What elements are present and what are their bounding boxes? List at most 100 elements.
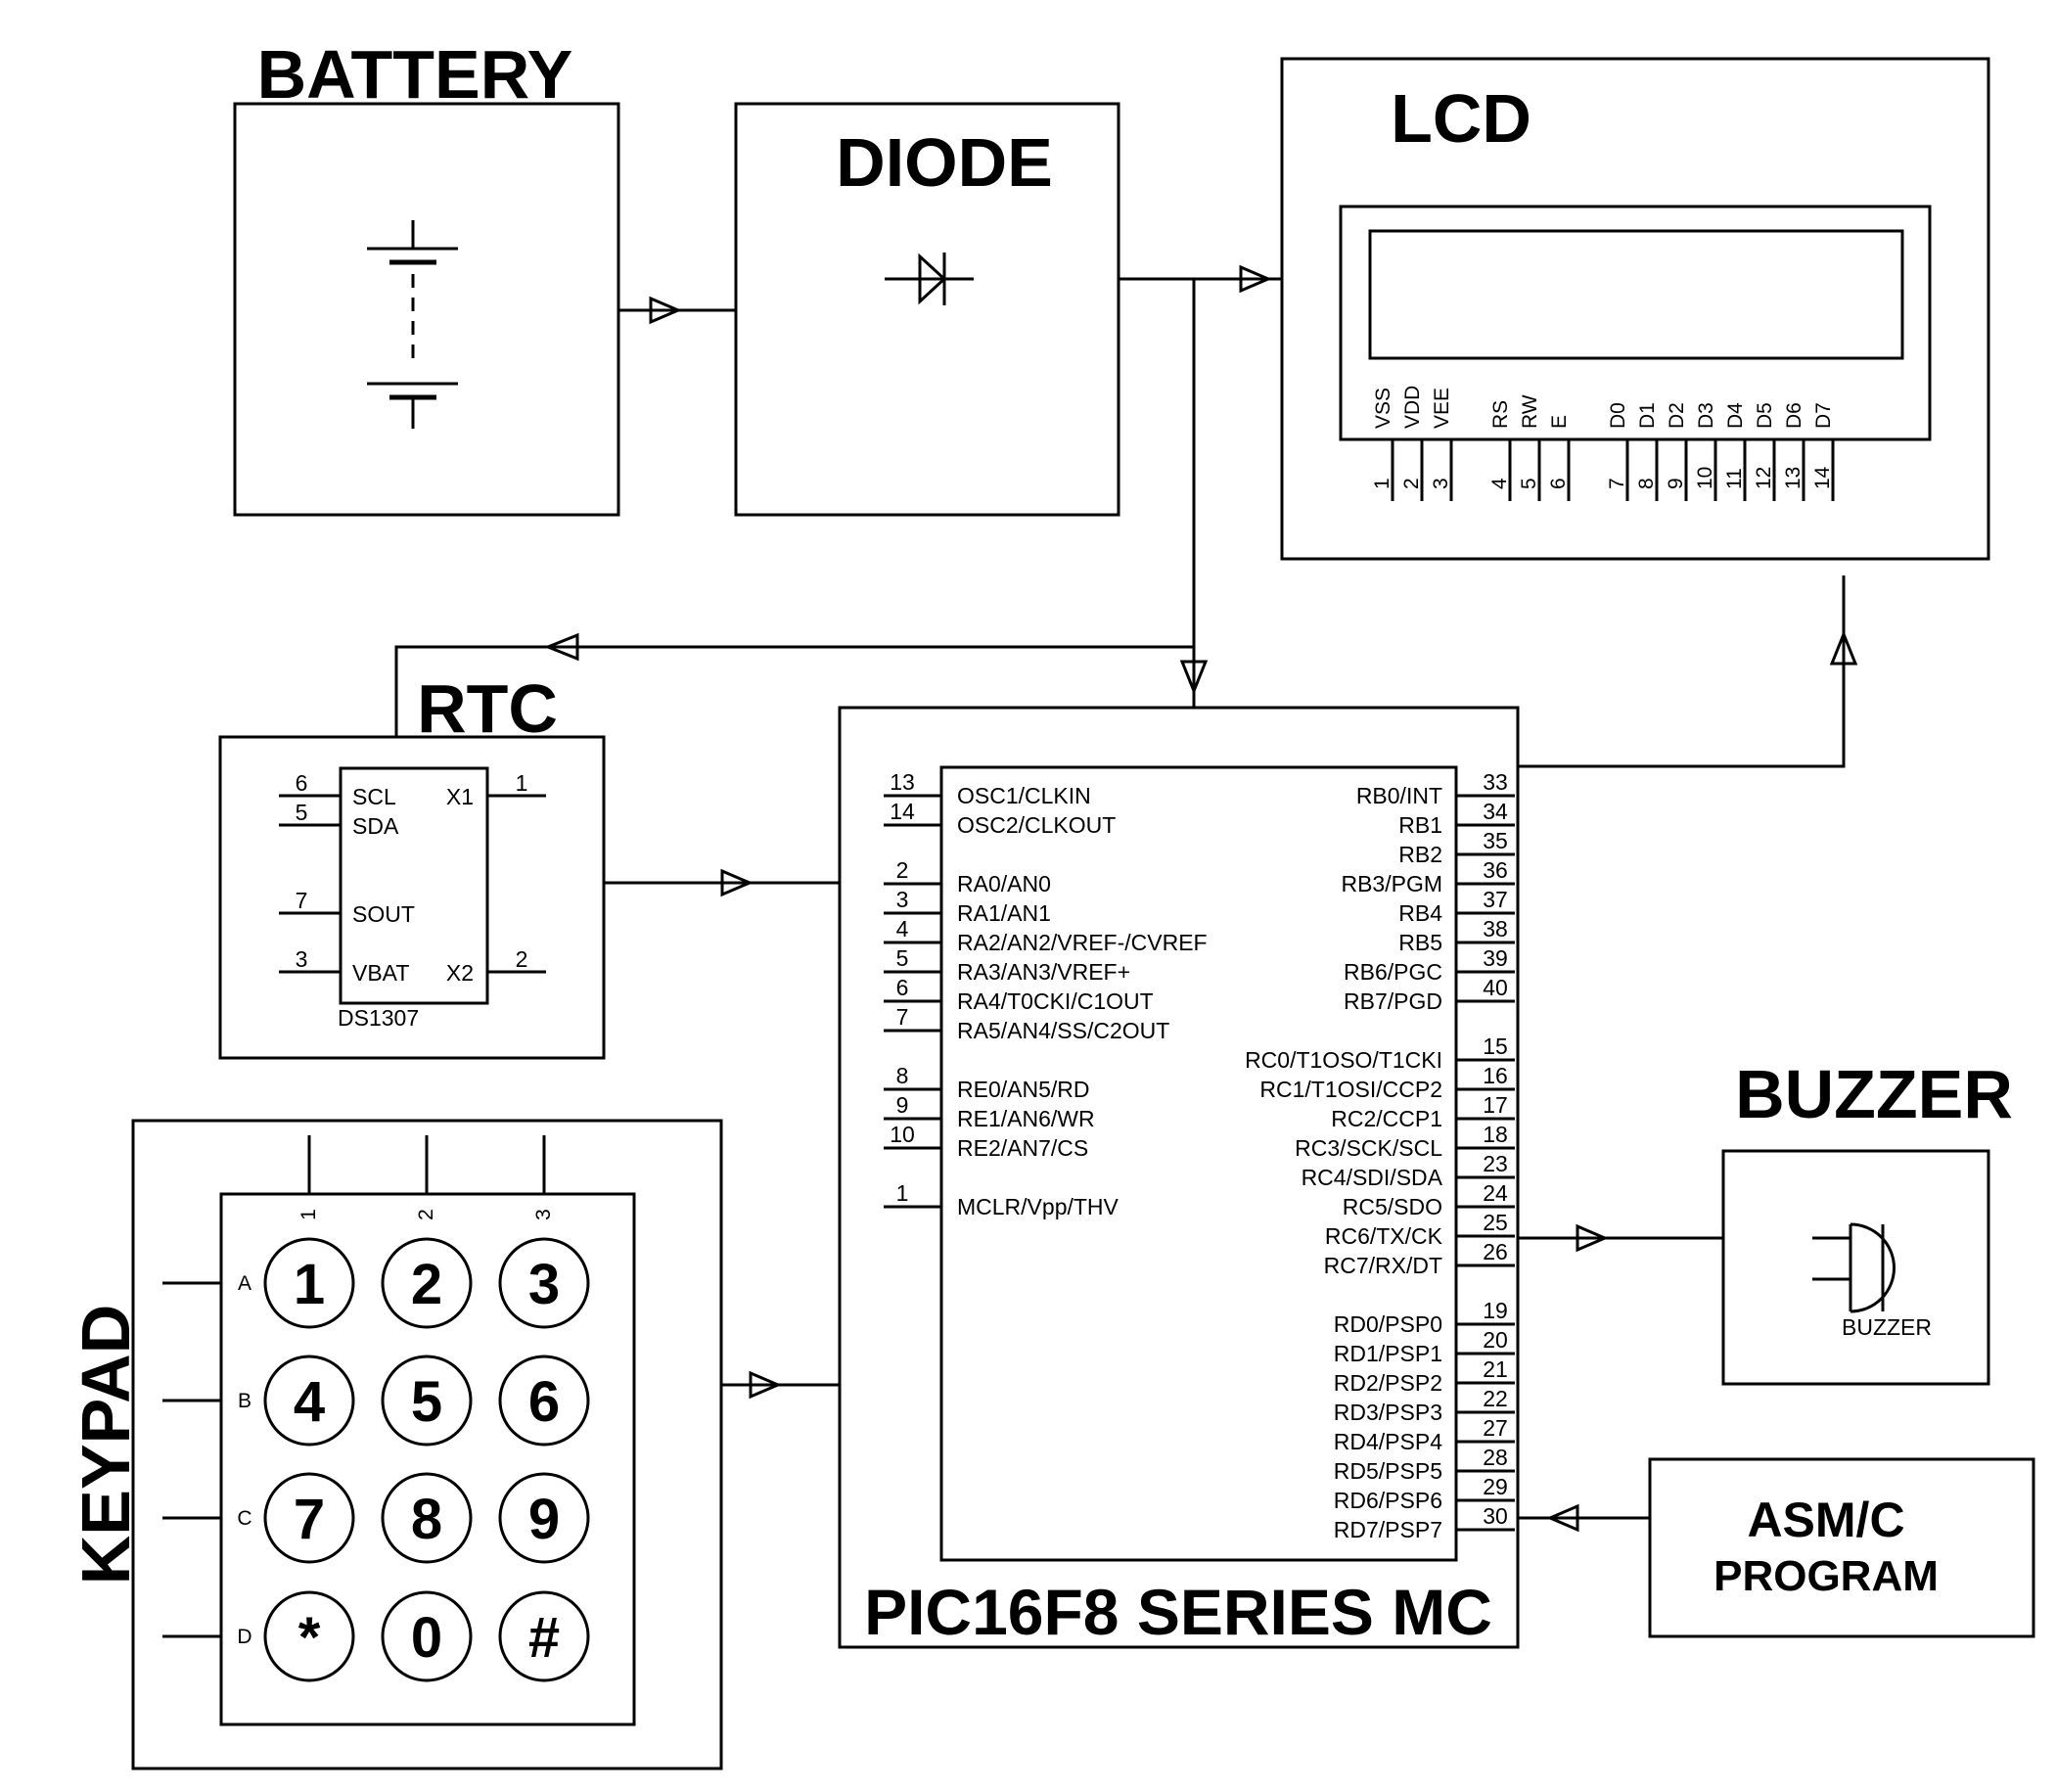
program-title-line2: PROGRAM [1713, 1552, 1939, 1600]
lcd-screen [1368, 229, 1904, 360]
arrowheads [543, 264, 1858, 1533]
mcu-pin-number: 26 [1483, 1239, 1508, 1264]
lcd-pin-number: 10 [1694, 467, 1716, 489]
mcu-pin-label: RA5/AN4/SS/C2OUT [957, 1018, 1169, 1043]
lcd-pin-label: D2 [1666, 402, 1688, 429]
rtc-pin-vbat: VBAT [352, 960, 409, 986]
lcd-pin-label: D7 [1812, 402, 1835, 429]
buzzer-title: BUZZER [1735, 1056, 2013, 1132]
lcd-pin-label: VSS [1372, 388, 1394, 429]
mcu-pin-number: 17 [1483, 1092, 1508, 1118]
buzzer-block [1721, 1149, 1990, 1386]
mcu-pin-number: 8 [896, 1063, 909, 1088]
lcd-pin-number: 2 [1400, 478, 1423, 489]
mcu-pin-label: RD0/PSP0 [1334, 1311, 1442, 1337]
mcu-pin-number: 23 [1483, 1151, 1508, 1176]
key-button [381, 1590, 473, 1682]
mcu-pin-number: 9 [896, 1092, 909, 1118]
key-button [381, 1237, 473, 1329]
rtc-pin-x2: X2 [446, 960, 474, 986]
key-label: 0 [411, 1606, 442, 1670]
key-label: 4 [294, 1370, 325, 1434]
buzzer-component-label: BUZZER [1842, 1314, 1932, 1340]
mcu-pin-number: 25 [1483, 1210, 1508, 1235]
keypad-row-label-c: C [237, 1507, 251, 1530]
rtc-pin-stubs [279, 794, 546, 974]
mcu-pin-label: RB6/PGC [1344, 959, 1442, 985]
key-label: 9 [528, 1488, 560, 1551]
mcu-pin-label: RC5/SDO [1343, 1194, 1442, 1219]
lcd-pin-label: RS [1489, 400, 1512, 429]
keypad-row-label-a: A [238, 1272, 251, 1295]
key-button [498, 1472, 590, 1564]
mcu-pin-label: RC3/SCK/SCL [1295, 1135, 1442, 1161]
mcu-pin-label: RB7/PGD [1344, 988, 1442, 1014]
mcu-pin-label: RD2/PSP2 [1334, 1370, 1442, 1396]
mcu-pin-number: 18 [1483, 1122, 1508, 1147]
mcu-pin-number: 35 [1483, 828, 1508, 853]
lcd-pin-label: RW [1519, 394, 1541, 429]
keypad-col-label-1: 1 [297, 1209, 320, 1220]
mcu-pin-number: 37 [1483, 887, 1508, 912]
key-button [498, 1237, 590, 1329]
mcu-pin-label: RB4 [1398, 900, 1442, 926]
mcu-pin-label: RB5 [1398, 930, 1442, 955]
rtc-pin-sda: SDA [352, 813, 399, 839]
rtc-pin-scl: SCL [352, 784, 396, 809]
mcu-pin-number: 20 [1483, 1327, 1508, 1353]
rtc-pin-num-6: 6 [296, 770, 308, 796]
rtc-pin-num-3: 3 [296, 946, 308, 972]
mcu-pin-label: RC4/SDI/SDA [1302, 1165, 1443, 1190]
keypad-row-label-d: D [237, 1626, 251, 1648]
mcu-title: PIC16F8 SERIES MC [864, 1576, 1492, 1648]
rtc-pin-x1: X1 [446, 784, 474, 809]
mcu-pin-number: 19 [1483, 1298, 1508, 1323]
mcu-pin-number: 1 [896, 1180, 909, 1206]
mcu-pin-label: RC6/TX/CK [1325, 1223, 1443, 1249]
lcd-pin-number: 4 [1488, 478, 1511, 489]
mcu-pin-label: RA0/AN0 [957, 871, 1051, 896]
mcu-pin-number: 2 [896, 857, 909, 883]
mcu-pin-label: RC0/T1OSO/T1CKI [1245, 1047, 1442, 1073]
key-label: 7 [294, 1488, 325, 1551]
lcd-title: LCD [1391, 80, 1531, 157]
key-button [263, 1590, 355, 1682]
diode-icon [885, 253, 974, 305]
mcu-pin-number: 6 [896, 975, 909, 1000]
mcu-pin-label: RD3/PSP3 [1334, 1400, 1442, 1425]
key-label: 3 [528, 1253, 560, 1316]
keypad-row-wires [162, 1281, 221, 1638]
mcu-pin-number: 34 [1483, 799, 1508, 824]
mcu-pin-label: RC7/RX/DT [1324, 1253, 1442, 1278]
battery-block [233, 102, 620, 517]
lcd-pin-label: D4 [1724, 402, 1747, 429]
mcu-pin-label: RD5/PSP5 [1334, 1458, 1442, 1484]
mcu-pin-number: 33 [1483, 769, 1508, 795]
lcd-pin-label: VDD [1401, 386, 1424, 429]
rtc-block [218, 735, 606, 1060]
mcu-pin-number: 40 [1483, 975, 1508, 1000]
battery-title: BATTERY [257, 36, 573, 113]
lcd-pin-number: 6 [1547, 478, 1570, 489]
mcu-pin-number: 4 [896, 916, 909, 942]
mcu-left-pins: 13OSC1/CLKIN14OSC2/CLKOUT2RA0/AN03RA1/AN… [884, 769, 1208, 1219]
mcu-pin-number: 10 [890, 1122, 915, 1147]
lcd-pin-number: 7 [1606, 478, 1628, 489]
lcd-pin-number: 1 [1371, 478, 1394, 489]
key-label: 2 [411, 1253, 442, 1316]
rtc-chip [339, 766, 489, 1005]
lcd-pin-number: 8 [1635, 478, 1658, 489]
mcu-pin-number: 16 [1483, 1063, 1508, 1088]
lcd-pin-number: 5 [1518, 478, 1540, 489]
battery-icon [367, 220, 458, 429]
mcu-pin-number: 14 [890, 799, 915, 824]
key-label: 6 [528, 1370, 560, 1434]
lcd-pin-number: 9 [1665, 478, 1687, 489]
mcu-pin-label: RE0/AN5/RD [957, 1077, 1089, 1102]
mcu-pin-label: OSC2/CLKOUT [957, 812, 1116, 838]
rtc-title: RTC [417, 670, 558, 747]
lcd-pin-label: E [1548, 415, 1571, 429]
keypad-column-wires [307, 1135, 546, 1194]
